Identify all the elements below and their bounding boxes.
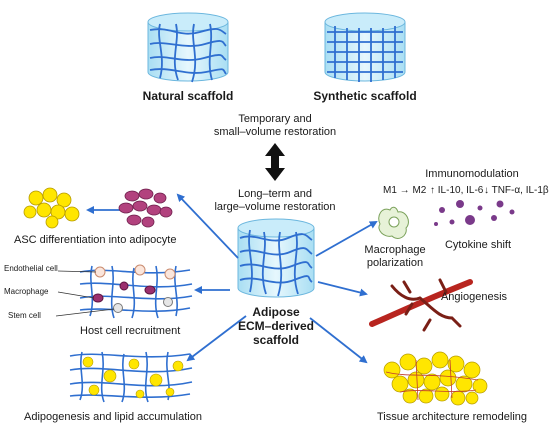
recruitment-pointer-lines bbox=[55, 270, 115, 317]
angiogenesis-label: Angiogenesis bbox=[441, 291, 508, 303]
endothelial-label: Endothelial cell bbox=[4, 264, 58, 273]
endothelial-cell-icon bbox=[94, 264, 176, 280]
center-label-line3: scaffold bbox=[253, 333, 299, 347]
stem-cell-icon bbox=[113, 297, 173, 313]
adipose-scaffold-icon bbox=[237, 218, 315, 298]
tnf-down-text: ↓ TNF-α, IL-1β bbox=[484, 185, 549, 196]
temporary-text-line1: Temporary and bbox=[238, 113, 311, 125]
arrow-to-tissue bbox=[309, 317, 368, 364]
il-up-text: ↑ IL-10, IL-6 bbox=[430, 185, 484, 196]
immuno-title: Immunomodulation bbox=[425, 168, 519, 180]
recruitment-label: Host cell recruitment bbox=[80, 325, 180, 337]
macrophage-cell-icon bbox=[92, 281, 156, 303]
adipogenesis-mesh-icon bbox=[69, 351, 193, 403]
arrow-to-asc bbox=[176, 193, 239, 259]
synthetic-scaffold-icon bbox=[324, 12, 406, 82]
natural-scaffold-icon bbox=[147, 12, 229, 83]
asc-label: ASC differentiation into adipocyte bbox=[14, 234, 176, 246]
center-label-line2: ECM–derived bbox=[238, 319, 314, 333]
cytokine-icon bbox=[434, 200, 515, 226]
longterm-text-line1: Long–term and bbox=[238, 188, 312, 200]
center-label-line1: Adipose bbox=[252, 305, 300, 319]
temporary-text-line2: small–volume restoration bbox=[214, 126, 336, 138]
recruitment-mesh-icon bbox=[79, 265, 193, 319]
lipid-droplet-icon bbox=[82, 356, 184, 399]
tissue-label: Tissue architecture remodeling bbox=[377, 411, 527, 423]
macrophage-polarization-icon bbox=[378, 206, 409, 239]
m1m2-text: M1 → M2 bbox=[383, 185, 427, 196]
arrow-to-adipogenesis bbox=[186, 315, 247, 362]
adipogenesis-label: Adipogenesis and lipid accumulation bbox=[24, 411, 202, 423]
adipocyte-cluster-icon bbox=[23, 187, 80, 229]
synthetic-scaffold-label: Synthetic scaffold bbox=[313, 89, 416, 103]
arrow-to-angiogenesis bbox=[317, 281, 368, 297]
double-arrow-icon bbox=[265, 143, 285, 181]
macro-polar-line2: polarization bbox=[367, 257, 423, 269]
tissue-capillary-icon bbox=[385, 359, 479, 401]
natural-scaffold-label: Natural scaffold bbox=[143, 89, 234, 103]
cytokine-label: Cytokine shift bbox=[445, 239, 511, 251]
radial-arrows bbox=[86, 193, 378, 364]
stem-cell-label: Stem cell bbox=[8, 311, 41, 320]
longterm-text-line2: large–volume restoration bbox=[214, 201, 335, 213]
tissue-adipocyte-icon bbox=[383, 351, 488, 406]
angiogenesis-vessel-icon bbox=[369, 278, 473, 332]
stem-cell-cluster-icon bbox=[118, 188, 173, 228]
arrow-to-immuno bbox=[315, 221, 378, 257]
macro-polar-line1: Macrophage bbox=[364, 244, 425, 256]
macrophage-label: Macrophage bbox=[4, 287, 49, 296]
